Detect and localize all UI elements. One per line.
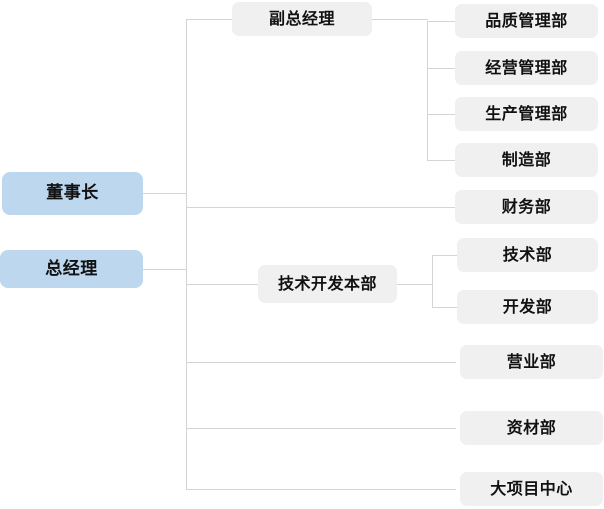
node-general-manager-label: 总经理 — [45, 258, 98, 279]
node-quality-management[interactable]: 品质管理部 — [455, 4, 598, 38]
node-development-label: 开发部 — [502, 297, 553, 316]
node-rd-headquarters[interactable]: 技术开发本部 — [258, 265, 397, 303]
node-chairman-label: 董事长 — [46, 183, 99, 203]
node-business-management[interactable]: 经营管理部 — [455, 51, 598, 85]
connector-main-trunk — [186, 19, 187, 490]
node-technology-label: 技术部 — [502, 245, 553, 264]
node-chairman[interactable]: 董事长 — [2, 172, 143, 215]
connector-trunk-to-finance — [186, 207, 456, 208]
connector-deputy-gm-to-production — [427, 114, 456, 115]
connector-rd-hq-to-development — [432, 307, 458, 308]
connector-gm-to-trunk — [143, 269, 187, 270]
connector-chairman-to-trunk — [143, 193, 187, 194]
node-general-manager[interactable]: 总经理 — [0, 250, 143, 288]
node-technology[interactable]: 技术部 — [457, 238, 598, 272]
node-sales-label: 营业部 — [506, 352, 557, 371]
node-development[interactable]: 开发部 — [457, 290, 598, 324]
node-business-management-label: 经营管理部 — [485, 58, 568, 77]
connector-trunk-to-rd-hq — [186, 284, 260, 285]
node-rd-headquarters-label: 技术开发本部 — [277, 274, 377, 293]
connector-deputy-gm-stem — [372, 19, 428, 20]
node-deputy-general-manager[interactable]: 副总经理 — [232, 2, 372, 36]
connector-trunk-to-major-project-center — [186, 489, 456, 490]
connector-deputy-gm-subtrunk — [427, 21, 428, 160]
connector-trunk-to-deputy-gm — [186, 19, 234, 20]
node-quality-management-label: 品质管理部 — [485, 11, 568, 30]
node-major-project-center[interactable]: 大项目中心 — [460, 472, 603, 506]
connector-rd-hq-subtrunk — [432, 255, 433, 308]
node-production-management-label: 生产管理部 — [485, 104, 568, 123]
node-finance-label: 财务部 — [501, 197, 552, 216]
connector-deputy-gm-to-manufacturing — [427, 160, 456, 161]
node-materials-label: 资材部 — [506, 418, 557, 437]
connector-deputy-gm-to-quality — [427, 21, 456, 22]
node-sales[interactable]: 营业部 — [460, 345, 603, 379]
connector-trunk-to-sales — [186, 362, 456, 363]
node-production-management[interactable]: 生产管理部 — [455, 97, 598, 131]
connector-deputy-gm-to-business — [427, 68, 456, 69]
node-materials[interactable]: 资材部 — [460, 411, 603, 445]
connector-rd-hq-stem — [397, 284, 433, 285]
node-finance[interactable]: 财务部 — [455, 190, 598, 224]
node-major-project-center-label: 大项目中心 — [490, 479, 573, 498]
node-deputy-general-manager-label: 副总经理 — [268, 9, 335, 28]
connector-trunk-to-materials — [186, 428, 456, 429]
node-manufacturing-label: 制造部 — [501, 150, 552, 169]
node-manufacturing[interactable]: 制造部 — [455, 143, 598, 177]
connector-rd-hq-to-technology — [432, 255, 458, 256]
